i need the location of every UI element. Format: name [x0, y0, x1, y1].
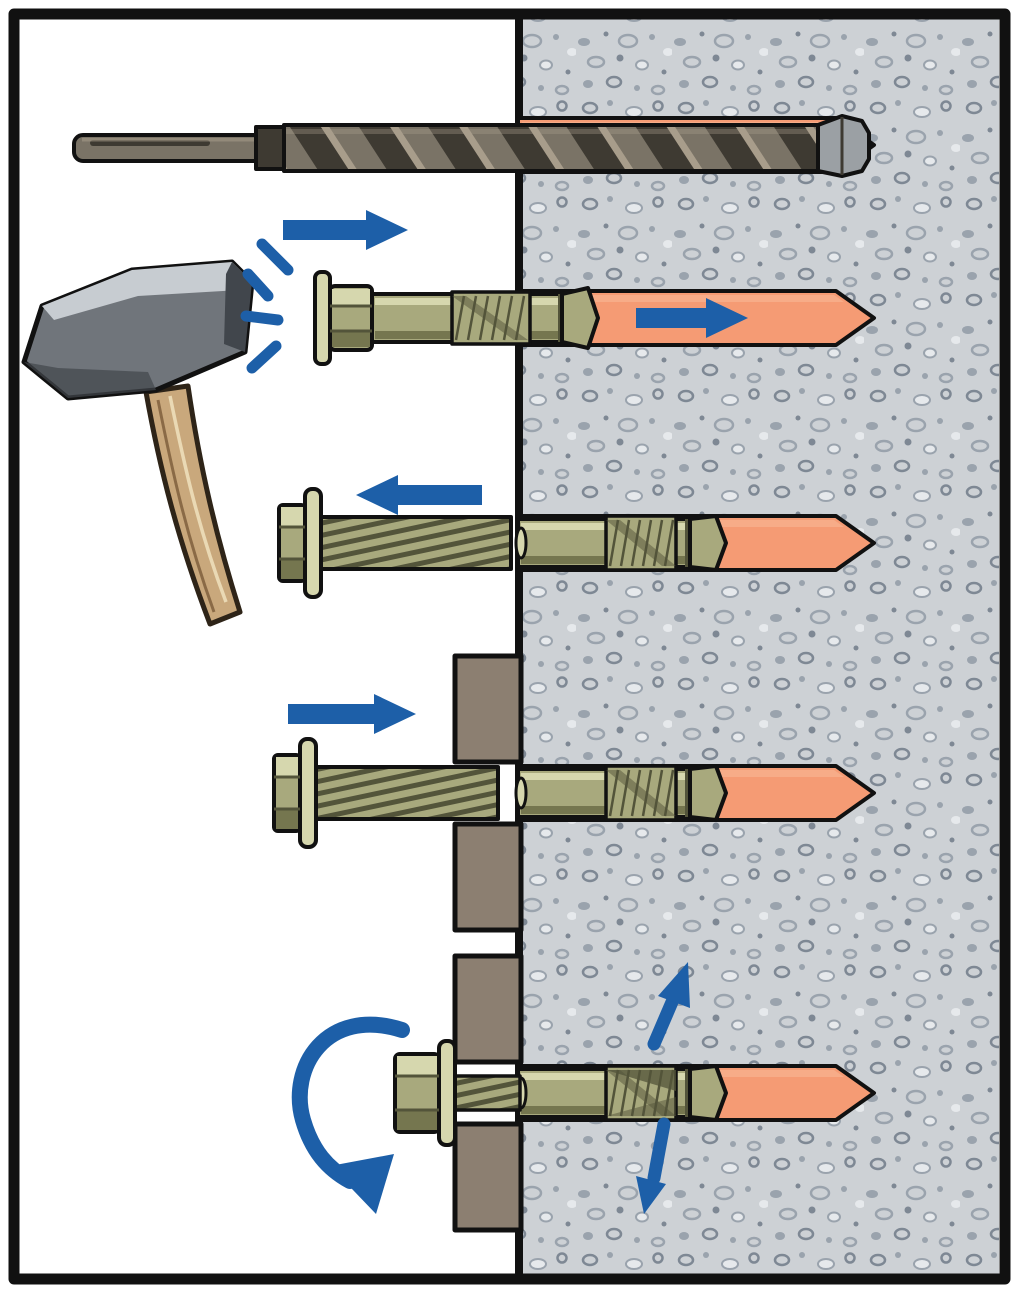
flange-washer	[313, 270, 332, 366]
arrow-left-icon-remove-bolt	[356, 475, 482, 515]
expansion-arrow-up-icon	[647, 962, 690, 1051]
impact-marks-icon	[240, 238, 294, 374]
arrow-right-icon-insert-anchor	[283, 210, 408, 250]
bolt-threads	[314, 765, 500, 821]
expansion-clip	[450, 290, 532, 346]
head-underside	[24, 362, 156, 398]
anchor-sleeve	[370, 286, 600, 350]
border-frame	[8, 8, 1011, 1285]
embedded-anchor-step4	[514, 764, 728, 822]
hex-bolt-step4	[272, 737, 500, 849]
drill-collar	[254, 125, 288, 171]
hammer-handle	[143, 383, 243, 627]
head-top-facet	[42, 262, 252, 320]
fixture-lower	[452, 1121, 524, 1233]
head-striking-face	[224, 262, 252, 352]
bolt-threads	[453, 1074, 522, 1112]
hammer-head	[21, 259, 255, 401]
direction-arrows	[283, 210, 748, 1214]
bolt-threads	[319, 515, 513, 571]
wedge-anchor-assembly	[313, 270, 600, 366]
expansion-cone	[560, 286, 600, 350]
concrete-edge	[515, 19, 523, 1274]
flange-washer	[298, 737, 318, 849]
installed-bolt-step5	[393, 1039, 522, 1147]
fixture-upper	[452, 953, 524, 1065]
embedded-anchor-step3	[514, 514, 728, 572]
shank-highlight	[82, 138, 256, 142]
flute-highlight	[286, 129, 816, 134]
handle-body	[143, 383, 243, 627]
embedded-anchors	[514, 514, 728, 1122]
hex-head	[277, 503, 307, 583]
fixture-plate-step5	[452, 953, 524, 1233]
rotation-arrow-icon	[291, 1016, 410, 1214]
handle-grain-dark	[156, 399, 216, 613]
arrow-right-icon-insert-bolt	[288, 694, 416, 734]
fixture-upper	[452, 653, 524, 765]
hex-bolt-step3	[277, 487, 513, 599]
fixture-plate-step4	[452, 653, 524, 933]
expanded-wedge-bottom	[606, 1097, 676, 1116]
expansion-arrow-down-icon	[636, 1117, 671, 1214]
hex-nut	[328, 284, 374, 352]
flange-washer	[303, 487, 323, 599]
handle-grain-light	[168, 395, 228, 603]
hammer	[21, 238, 294, 627]
arrow-right-icon-into-hole	[636, 298, 748, 338]
hex-nut	[393, 1052, 441, 1134]
flange-washer	[437, 1039, 457, 1147]
expanded-wedge-top	[606, 1070, 676, 1091]
hex-head	[272, 753, 302, 833]
masonry-drill-bit	[72, 114, 871, 178]
fixture-lower	[452, 821, 524, 933]
